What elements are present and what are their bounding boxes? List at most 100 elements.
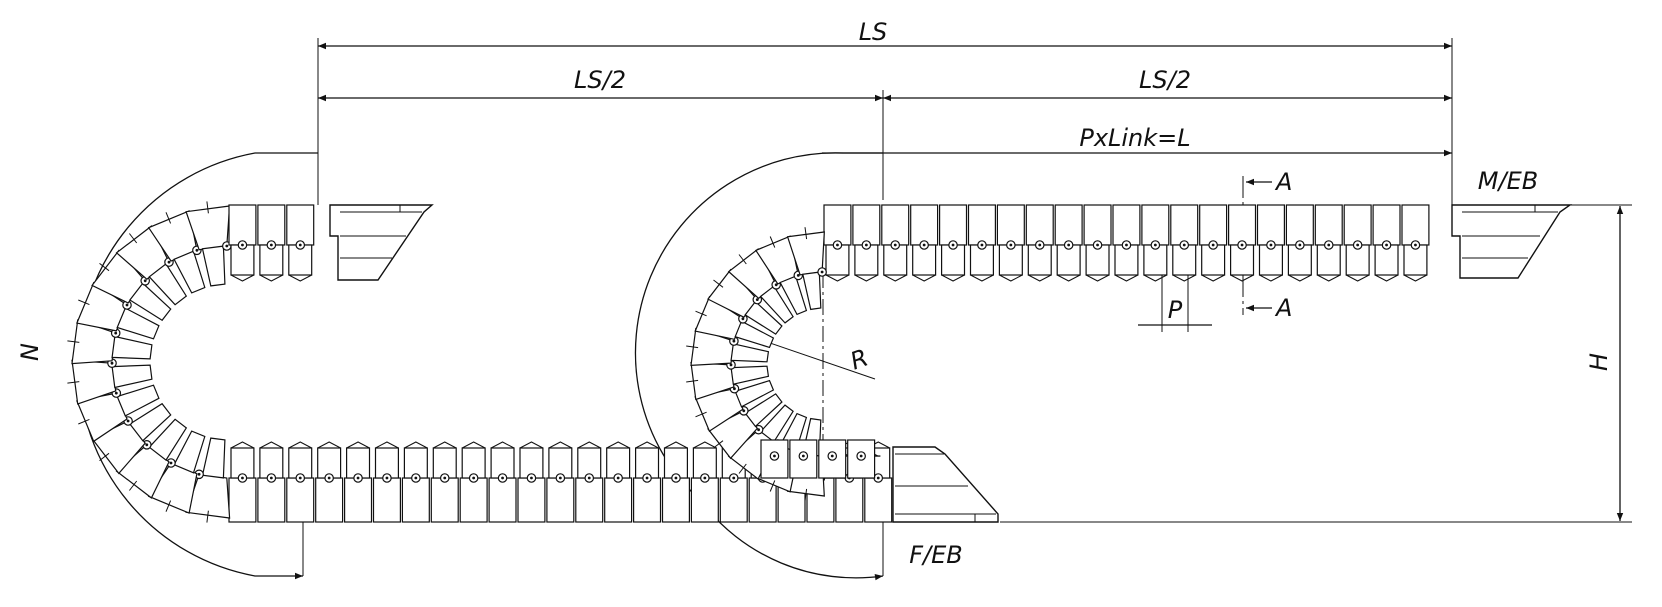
- mounting-bracket-moving-left: [329, 204, 434, 281]
- chain-pin-dot: [836, 243, 839, 247]
- chain-link-tab: [317, 441, 341, 449]
- bend-tooth: [67, 381, 80, 384]
- overhang-arc-right: [634, 152, 884, 581]
- chain-link-tab: [635, 441, 659, 449]
- label-moving-end: M/EB: [1478, 167, 1538, 195]
- bend-pin-dot: [197, 472, 201, 476]
- chain-pin-dot: [356, 476, 360, 480]
- bend-pin-dot: [757, 428, 760, 432]
- chain-link-tab: [664, 441, 688, 449]
- bend-pin-dot: [225, 244, 229, 248]
- mounting-bracket-fixed: [892, 446, 999, 523]
- chain-pin-dot: [645, 476, 649, 480]
- bend-tooth: [99, 452, 110, 461]
- chain-link: [1170, 204, 1199, 246]
- chain-link-tab: [1403, 274, 1428, 282]
- chain-pin-dot: [703, 476, 707, 480]
- chain-link-tab: [519, 441, 544, 449]
- chain-pin-dot: [830, 454, 834, 458]
- chain-link: [459, 477, 488, 523]
- chain-link-tab: [1317, 274, 1341, 282]
- chain-pin-dot: [801, 454, 805, 458]
- chain-link-tab: [404, 441, 428, 449]
- bend-pin-dot: [145, 443, 149, 447]
- chain-pin-dot: [1211, 243, 1215, 247]
- chain-link-tab: [999, 274, 1023, 282]
- bend-link-inner: [802, 271, 822, 311]
- chain-link-tab: [883, 274, 907, 282]
- bend-pin-dot: [126, 419, 130, 423]
- chain-link-tab: [1288, 274, 1312, 282]
- bend-tooth: [713, 279, 724, 288]
- chain-link-tab: [259, 274, 284, 282]
- label-half-stroke-right: LS/2: [1139, 66, 1191, 94]
- chain-link-tab: [606, 441, 630, 449]
- chain-link-tab: [548, 441, 573, 449]
- chain-pin-dot: [269, 476, 273, 480]
- label-fixed-end: F/EB: [909, 541, 963, 569]
- chain-link: [1227, 204, 1257, 246]
- chain-pin-dot: [1096, 243, 1099, 247]
- chain-link: [401, 477, 430, 523]
- chain-link-tab: [490, 441, 515, 449]
- label-total-stroke: LS: [859, 18, 888, 46]
- chain-link-tab: [1085, 274, 1110, 282]
- chain-link: [967, 204, 996, 246]
- chain-pin-dot: [1153, 243, 1157, 247]
- chain-pin-dot: [241, 476, 244, 480]
- bend-pin-dot: [733, 387, 736, 391]
- chain-link: [1083, 204, 1112, 246]
- chain-link-tab: [288, 274, 312, 282]
- chain-link: [372, 477, 401, 523]
- label-chain-length: PxLink=L: [1079, 124, 1190, 152]
- chain-pin-dot: [558, 476, 562, 480]
- bend-link-inner: [201, 245, 226, 287]
- chain-pin-dot: [472, 476, 476, 480]
- chain-link-tab: [230, 274, 255, 282]
- bend-pin-dot: [774, 283, 778, 287]
- chain-link: [228, 477, 257, 523]
- chain-link: [852, 204, 881, 246]
- label-height: H: [1585, 353, 1613, 371]
- bend-tooth: [804, 488, 808, 501]
- chain-link: [881, 204, 910, 246]
- chain-pin-dot: [327, 476, 331, 480]
- chain-link: [719, 477, 748, 523]
- chain-link: [661, 477, 690, 523]
- chain-pin-dot: [241, 243, 244, 247]
- chain-pin-dot: [922, 243, 926, 247]
- bend-pin-dot: [195, 248, 199, 252]
- chain-link-tab: [433, 441, 457, 449]
- bend-tooth: [686, 345, 699, 349]
- chain-link-tab: [1259, 274, 1283, 282]
- chain-link: [546, 477, 575, 523]
- bend-tooth: [129, 233, 138, 244]
- chain-link: [286, 477, 315, 523]
- label-section-bottom: A: [1274, 294, 1292, 322]
- bend-pin-dot: [169, 461, 173, 465]
- bend-pin-dot: [110, 361, 114, 365]
- chain-link: [1054, 204, 1083, 246]
- bend-pin-dot: [729, 363, 733, 367]
- chain-link: [228, 204, 257, 246]
- chain-link: [286, 204, 315, 246]
- chain-pin-dot: [1356, 243, 1360, 247]
- chain-link: [835, 477, 864, 523]
- bend-pin-dot: [732, 339, 736, 343]
- bend-tooth: [67, 340, 80, 343]
- chain-link-tab: [1374, 274, 1399, 282]
- chain-link: [1025, 204, 1054, 246]
- chain-link: [430, 477, 459, 523]
- chain-pin-dot: [1269, 243, 1273, 247]
- label-overhang: N: [16, 343, 44, 361]
- chain-link: [604, 477, 633, 523]
- chain-pin-dot: [1182, 243, 1186, 247]
- chain-link-tab: [912, 274, 936, 282]
- chain-link: [1141, 204, 1170, 246]
- bend-pin-dot: [114, 391, 118, 395]
- bend-tooth: [695, 310, 707, 317]
- chain-link: [1343, 204, 1372, 246]
- chain-pin-dot: [1385, 243, 1388, 247]
- bend-link-inner: [201, 437, 226, 479]
- chain-link-tab: [941, 274, 965, 282]
